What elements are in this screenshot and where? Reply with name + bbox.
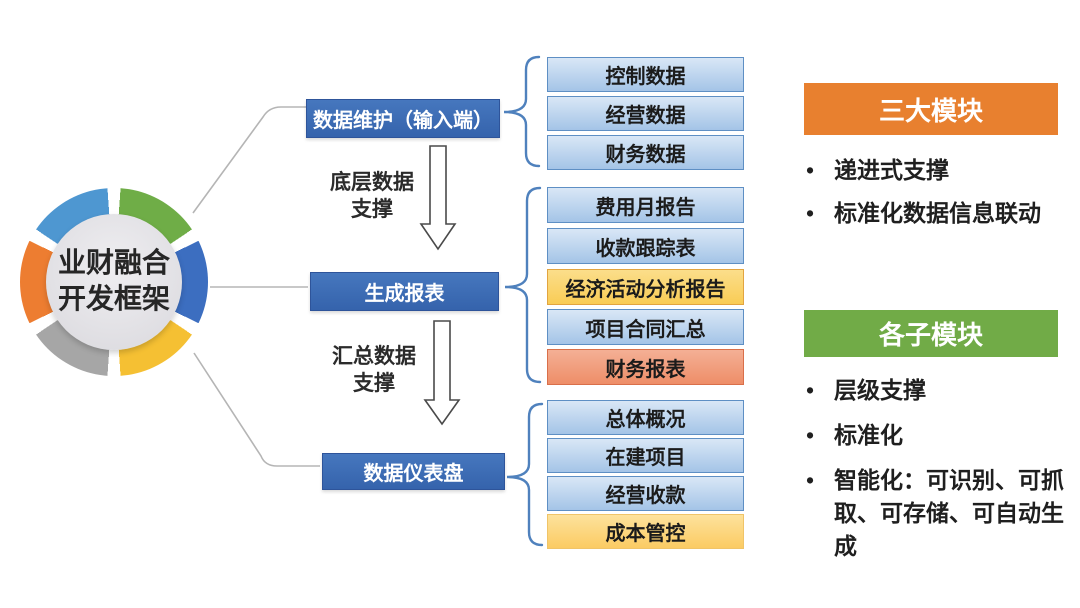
bullet-icon: • xyxy=(806,468,815,493)
bullet-icon: • xyxy=(806,158,815,183)
arrow-caption-1-line1: 底层数据 xyxy=(330,170,414,194)
arrow-caption-2: 汇总数据 支撑 xyxy=(322,343,426,397)
flow-step-data-maintenance: 数据维护（输入端） xyxy=(306,99,500,138)
item-cost-control: 成本管控 xyxy=(547,514,744,549)
connector-line-bottom xyxy=(193,352,320,467)
bullet-intelligence: • 智能化：可识别、可抓取、可存储、可自动生成 xyxy=(806,464,1076,563)
arrow-caption-1-line2: 支撑 xyxy=(351,197,393,221)
flow-step-dashboard: 数据仪表盘 xyxy=(322,453,505,490)
down-arrow-icon-2 xyxy=(423,320,461,426)
item-collection-tracking: 收款跟踪表 xyxy=(547,228,744,264)
bullet-hierarchy-support: • 层级支撑 xyxy=(806,374,1076,407)
panel-header-three-modules: 三大模块 xyxy=(804,83,1058,135)
brace-group-1 xyxy=(503,55,541,168)
bullet-icon: • xyxy=(806,201,815,226)
framework-title-line1: 业财融合 xyxy=(57,248,170,279)
brace-group-3 xyxy=(506,402,544,547)
connector-line-top xyxy=(192,106,306,214)
bullet-icon: • xyxy=(806,378,815,403)
down-arrow-icon-1 xyxy=(419,145,457,251)
item-control-data: 控制数据 xyxy=(547,57,744,92)
item-financial-statements: 财务报表 xyxy=(547,349,744,385)
item-expense-monthly-report: 费用月报告 xyxy=(547,187,744,223)
bullet-text: 递进式支撑 xyxy=(834,158,949,183)
donut-center: 业财融合 开发框架 xyxy=(46,214,182,350)
item-financial-data: 财务数据 xyxy=(547,135,744,170)
arrow-caption-2-line1: 汇总数据 xyxy=(332,344,416,368)
bullet-standardized-linkage: • 标准化数据信息联动 xyxy=(806,197,1076,230)
arrow-caption-1: 底层数据 支撑 xyxy=(320,169,424,223)
item-project-contract-summary: 项目合同汇总 xyxy=(547,309,744,345)
item-operating-data: 经营数据 xyxy=(547,96,744,131)
bullet-text: 层级支撑 xyxy=(834,378,926,403)
item-operating-receipts: 经营收款 xyxy=(547,476,744,511)
bullet-standardization: • 标准化 xyxy=(806,419,1076,452)
framework-title-line2: 开发框架 xyxy=(57,284,170,315)
flow-step-generate-reports: 生成报表 xyxy=(310,272,499,311)
framework-donut-chart: 业财融合 开发框架 xyxy=(20,188,208,376)
item-economic-analysis-report: 经济活动分析报告 xyxy=(547,269,744,305)
arrow-caption-2-line2: 支撑 xyxy=(353,371,395,395)
bullet-text: 标准化 xyxy=(834,423,903,448)
bullet-text: 标准化数据信息联动 xyxy=(834,201,1041,226)
brace-group-2 xyxy=(504,186,542,384)
panel-header-sub-modules: 各子模块 xyxy=(804,310,1058,357)
item-projects-inprogress: 在建项目 xyxy=(547,438,744,473)
bullet-icon: • xyxy=(806,423,815,448)
item-overall-overview: 总体概况 xyxy=(547,400,744,435)
bullet-text: 智能化：可识别、可抓取、可存储、可自动生成 xyxy=(834,468,1064,559)
bullet-progressive-support: • 递进式支撑 xyxy=(806,154,1076,187)
